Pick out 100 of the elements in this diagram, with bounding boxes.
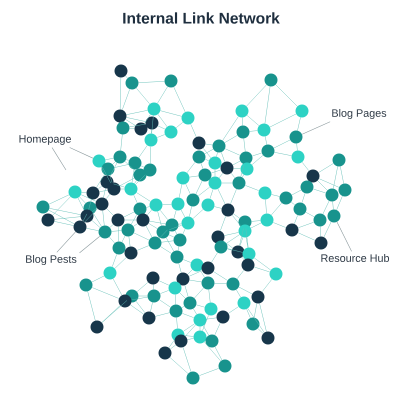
- link-line: [125, 76, 128, 78]
- link-line: [125, 119, 136, 126]
- link-line: [233, 214, 240, 218]
- network-node: [286, 224, 298, 236]
- link-line: [136, 88, 150, 104]
- network-node: [90, 320, 104, 334]
- link-line: [259, 303, 267, 332]
- link-line: [120, 178, 134, 186]
- link-line: [49, 208, 81, 215]
- link-line: [148, 223, 158, 229]
- link-line: [306, 212, 314, 217]
- link-line: [239, 228, 244, 246]
- link-line: [251, 220, 261, 222]
- network-node: [166, 218, 178, 232]
- link-line: [208, 289, 210, 303]
- link-line: [189, 280, 202, 282]
- link-line: [249, 130, 258, 132]
- link-line: [242, 174, 244, 178]
- link-line: [238, 286, 252, 294]
- link-line: [102, 305, 120, 323]
- network-node: [226, 278, 240, 290]
- network-node: [176, 272, 190, 286]
- network-node: [146, 116, 158, 130]
- link-line: [112, 254, 117, 267]
- link-line: [254, 303, 257, 318]
- link-line: [157, 86, 168, 104]
- link-line: [102, 210, 105, 226]
- link-line: [176, 122, 184, 128]
- link-line: [140, 166, 144, 168]
- link-line: [271, 194, 280, 197]
- network-node: [164, 74, 178, 88]
- network-node: [300, 180, 314, 194]
- leader-line: [69, 147, 94, 159]
- link-line: [302, 162, 310, 171]
- link-line: [150, 146, 151, 164]
- network-node: [108, 182, 120, 196]
- network-node: [36, 200, 50, 214]
- link-line: [149, 220, 166, 224]
- link-line: [133, 224, 138, 226]
- network-node: [258, 186, 272, 200]
- link-line: [298, 232, 316, 240]
- link-line: [184, 285, 188, 297]
- network-node: [206, 334, 218, 348]
- link-line: [86, 228, 99, 231]
- leader-line: [336, 222, 352, 252]
- link-line: [221, 152, 225, 162]
- link-line: [106, 208, 114, 216]
- network-node: [194, 314, 206, 326]
- link-line: [211, 252, 218, 263]
- link-line: [204, 342, 221, 362]
- link-line: [129, 124, 146, 128]
- network-node: [332, 154, 346, 166]
- network-node: [208, 176, 222, 190]
- link-line: [276, 84, 298, 106]
- network-node: [236, 126, 250, 138]
- link-line: [183, 259, 191, 263]
- network-node: [186, 194, 200, 206]
- link-line: [84, 208, 98, 222]
- network-node: [212, 140, 226, 152]
- link-line: [292, 190, 302, 196]
- link-line: [182, 347, 192, 372]
- network-node: [326, 188, 338, 202]
- link-line: [160, 246, 172, 254]
- link-line: [296, 143, 298, 151]
- link-line: [102, 300, 128, 323]
- link-line: [242, 257, 244, 260]
- link-line: [114, 164, 129, 168]
- link-line: [196, 180, 202, 194]
- link-line: [252, 155, 264, 165]
- network-node: [74, 220, 86, 234]
- link-line: [170, 357, 188, 374]
- link-line: [175, 294, 176, 305]
- link-line: [120, 134, 123, 151]
- link-line: [224, 232, 239, 236]
- link-line: [245, 185, 259, 191]
- link-line: [103, 188, 106, 198]
- link-line: [136, 174, 146, 184]
- link-line: [240, 237, 244, 246]
- network-node: [164, 126, 178, 138]
- network-node: [134, 202, 146, 216]
- network-node: [134, 168, 146, 182]
- network-node: [264, 74, 278, 86]
- link-line: [193, 308, 197, 314]
- link-line: [174, 210, 176, 219]
- link-line: [233, 168, 241, 169]
- link-line: [110, 175, 112, 183]
- network-node: [112, 242, 126, 254]
- link-line: [200, 163, 204, 169]
- link-line: [252, 152, 262, 156]
- link-line: [134, 180, 137, 184]
- network-node: [246, 318, 260, 330]
- link-line: [174, 86, 186, 112]
- link-line: [124, 212, 134, 218]
- network-node: [192, 136, 206, 150]
- link-line: [99, 190, 108, 192]
- link-line: [298, 222, 314, 228]
- network-node: [240, 162, 254, 176]
- link-line: [248, 308, 264, 333]
- link-line: [162, 204, 172, 205]
- network-node: [236, 104, 248, 118]
